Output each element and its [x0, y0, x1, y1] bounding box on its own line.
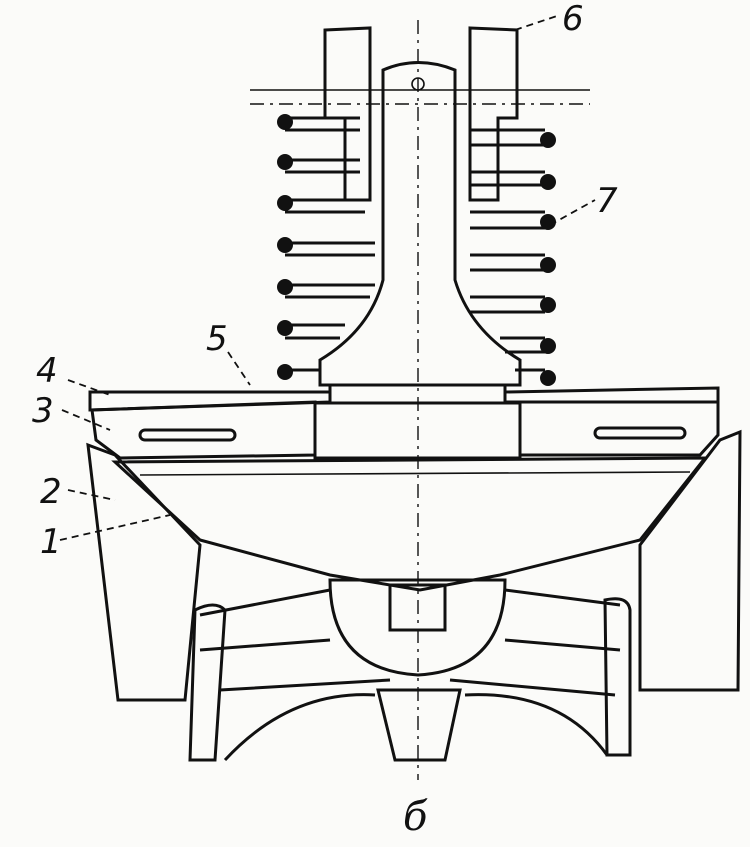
leader-4: [67, 379, 111, 396]
vane-left: [188, 603, 227, 762]
label-4: 4: [36, 351, 58, 391]
label-3: 3: [32, 391, 54, 431]
housing-part-2-left: [86, 442, 202, 702]
disc-inner-line: [139, 471, 691, 476]
membrane-part-3-left: [90, 400, 317, 460]
membrane-center-block: [313, 401, 522, 460]
vane-right: [603, 597, 632, 757]
spring-coil-dots: [277, 114, 556, 386]
valve-stem: [318, 61, 522, 387]
figure-caption: б: [403, 794, 428, 840]
hub-bore: [388, 583, 447, 632]
hub: [328, 578, 507, 677]
bottom-spigot: [376, 688, 462, 762]
label-5: 5: [206, 319, 228, 359]
label-2: 2: [40, 472, 62, 512]
stem-pin-hole: [411, 77, 425, 91]
label-1: 1: [40, 522, 62, 562]
spring-part-7: [285, 116, 545, 372]
plate-part-4-right: [503, 386, 720, 404]
leader-5: [227, 351, 251, 386]
membrane-insert-left: [138, 428, 237, 442]
housing-part-2-right: [638, 429, 742, 692]
membrane-insert-right: [593, 426, 687, 440]
label-6: 6: [562, 0, 584, 39]
leader-6: [514, 14, 561, 31]
label-7: 7: [596, 181, 618, 221]
leader-7: [549, 199, 596, 226]
leader-1: [59, 514, 171, 541]
valve-disc-part-1: [111, 456, 709, 592]
leader-3: [61, 409, 111, 431]
leader-2: [67, 489, 116, 501]
nut-part-6: [323, 26, 519, 202]
vane-curves: [223, 693, 609, 762]
